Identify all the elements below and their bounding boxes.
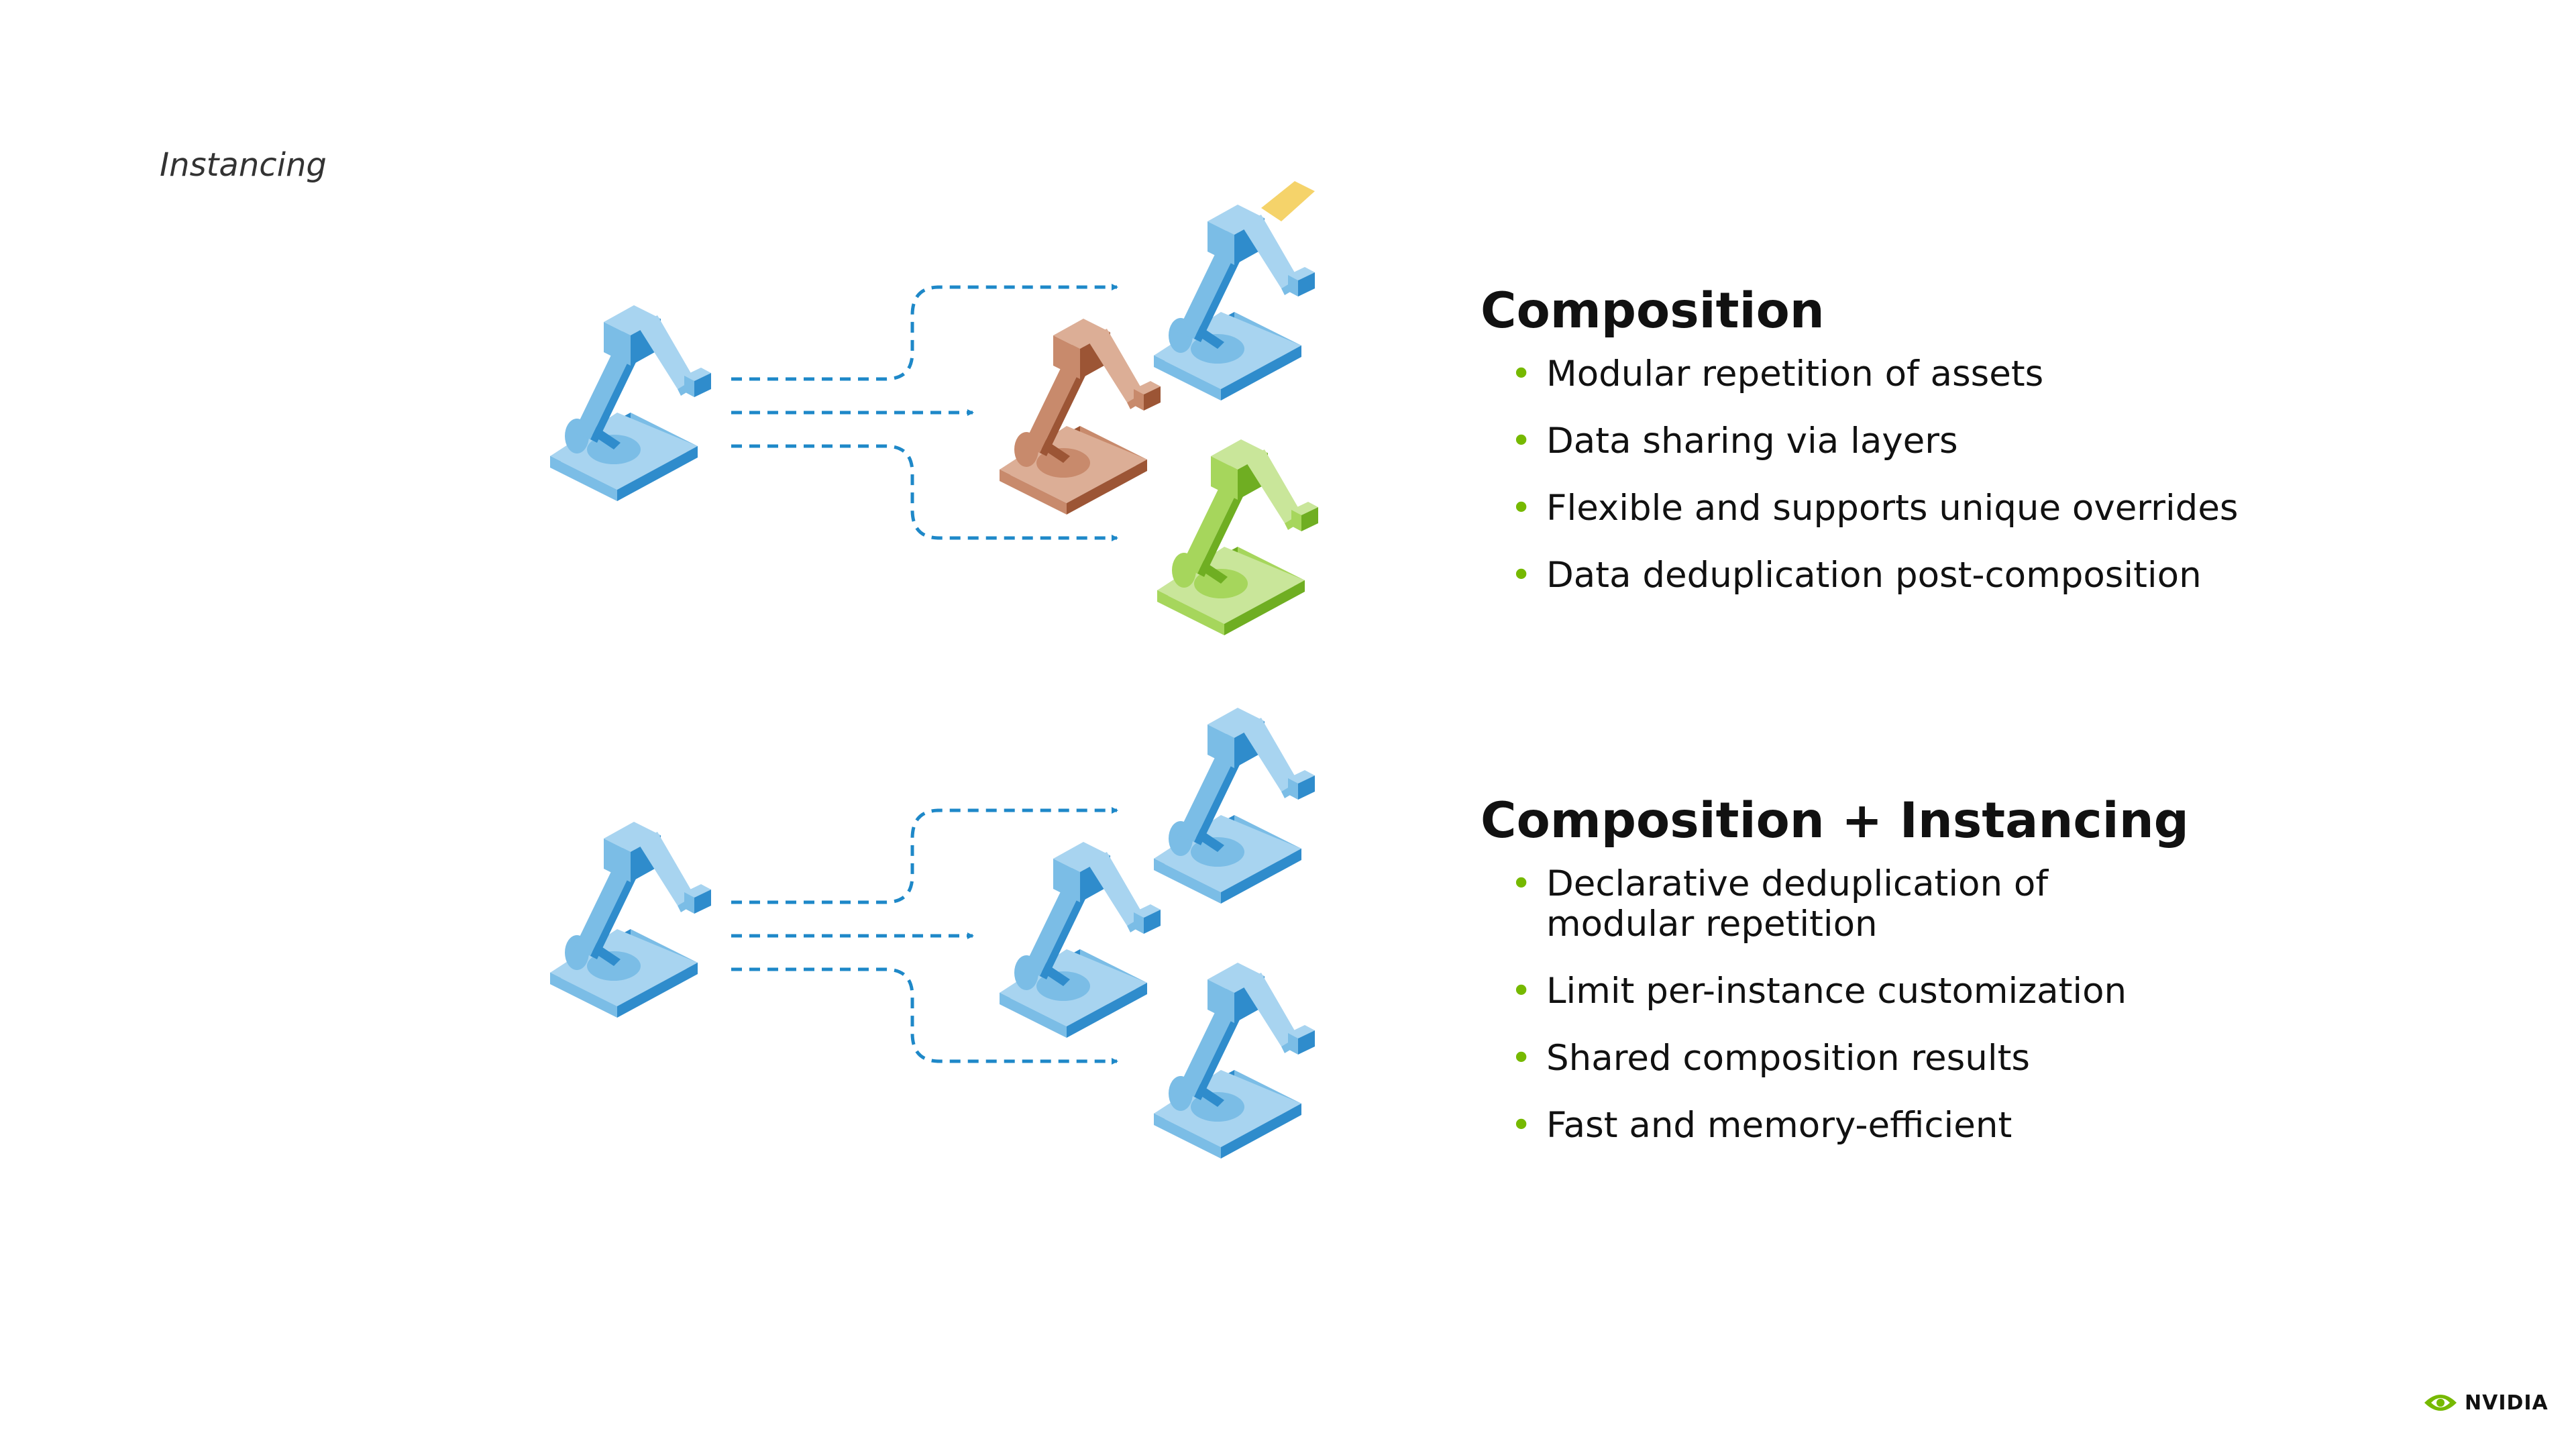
composed-robot-brown <box>1000 319 1161 515</box>
bullet-item: • Flexible and supports unique overrides <box>1481 488 2487 529</box>
bullet-item: • Declarative deduplication of modular re… <box>1481 863 2184 945</box>
bullet-text: Data deduplication post-composition <box>1546 554 2202 596</box>
nvidia-eye-icon <box>2424 1395 2457 1411</box>
section-title: Composition <box>1481 282 1825 339</box>
section-title: Composition + Instancing <box>1481 792 2189 849</box>
bullet-item: • Data sharing via layers <box>1481 421 2487 462</box>
section-composition: Composition • Modular repetition of asset… <box>1481 282 2487 623</box>
diagram-composition-instancing <box>550 708 1315 1159</box>
bullet-text: Fast and memory-efficient <box>1546 1104 2012 1146</box>
bullet-item: • Fast and memory-efficient <box>1481 1104 2487 1146</box>
bullet-dot-icon: • <box>1511 487 1532 529</box>
slide-label: Instancing <box>160 146 327 184</box>
bullet-item: • Limit per-instance customization <box>1481 971 2487 1012</box>
bullet-item: • Shared composition results <box>1481 1038 2487 1079</box>
bullet-text: Limit per-instance customization <box>1546 970 2127 1012</box>
nvidia-logo: NVIDIA <box>2423 1391 2548 1415</box>
bullet-text: Shared composition results <box>1546 1037 2030 1079</box>
bullet-list: • Declarative deduplication of modular re… <box>1481 863 2487 1146</box>
bullet-dot-icon: • <box>1511 1104 1532 1146</box>
source-robot <box>550 305 711 501</box>
bullet-dot-icon: • <box>1511 554 1532 596</box>
bullet-text: Modular repetition of assets <box>1546 353 2044 394</box>
arrow-to-top <box>731 284 1118 381</box>
instancing-source-robot <box>550 822 711 1018</box>
instance-robot-top <box>1154 708 1315 904</box>
bullet-list: • Modular repetition of assets • Data shar… <box>1481 354 2487 596</box>
section-composition-instancing: Composition + Instancing • Declarative de… <box>1481 792 2487 1173</box>
instance-robot-middle <box>1000 842 1161 1038</box>
dashed-arrows <box>731 284 1118 541</box>
diagram-composition <box>550 181 1318 635</box>
bullet-dot-icon: • <box>1511 970 1532 1012</box>
bullet-dot-icon: • <box>1511 863 1532 904</box>
composed-robot-yellow-arm <box>1154 181 1315 400</box>
instancing-arrow-bottom <box>731 967 1118 1065</box>
instancing-arrow-top <box>731 807 1118 904</box>
bullet-text: Declarative deduplication of modular rep… <box>1546 863 2049 945</box>
bullet-dot-icon: • <box>1511 420 1532 462</box>
bullet-item: • Data deduplication post-composition <box>1481 555 2487 596</box>
instancing-dashed-arrows <box>731 807 1118 1065</box>
bullet-dot-icon: • <box>1511 1037 1532 1079</box>
arrow-to-bottom <box>731 444 1118 541</box>
composed-robot-green <box>1157 439 1318 635</box>
instance-robot-bottom <box>1154 963 1315 1159</box>
bullet-dot-icon: • <box>1511 353 1532 394</box>
nvidia-logo-text: NVIDIA <box>2465 1391 2548 1415</box>
bullet-text: Flexible and supports unique overrides <box>1546 487 2239 529</box>
bullet-text: Data sharing via layers <box>1546 420 1958 462</box>
bullet-item: • Modular repetition of assets <box>1481 354 2487 394</box>
